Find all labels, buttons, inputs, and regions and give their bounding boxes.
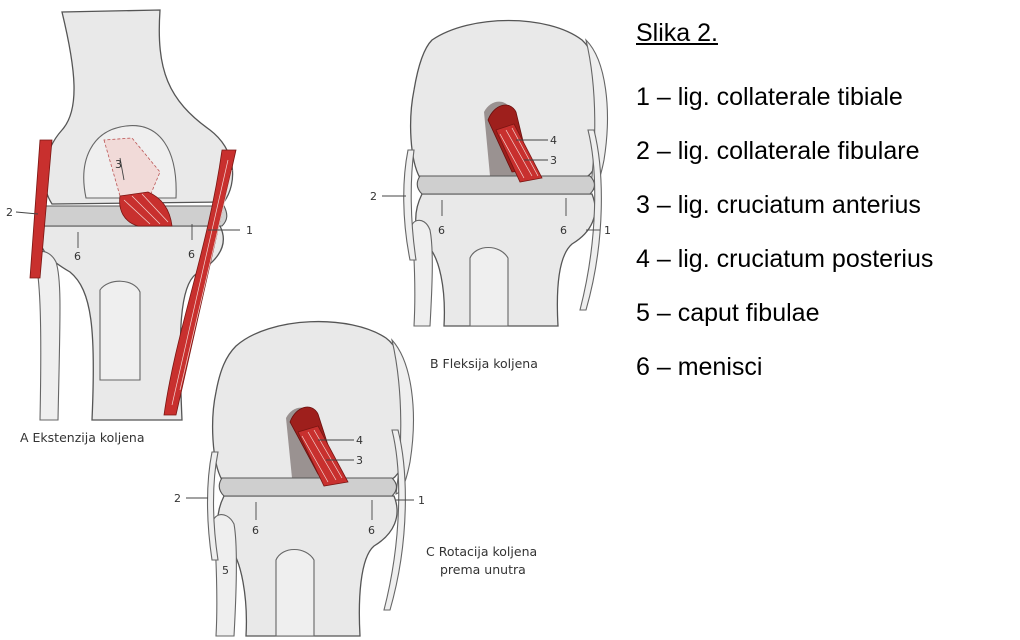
legend-item-1: 1 – lig. collaterale tibiale: [636, 80, 1016, 114]
panel-a-label-3: 3: [115, 158, 122, 171]
panel-a-label-2: 2: [6, 206, 13, 219]
panel-c-label-3: 3: [356, 454, 363, 467]
panel-b-label-1: 1: [604, 224, 611, 237]
panel-b-label-3: 3: [550, 154, 557, 167]
panel-a-knee-extension: 2 3 6 6 1 A Ekstenzija koljena: [6, 10, 253, 445]
panel-b-label-4: 4: [550, 134, 557, 147]
panel-b-label-6-right: 6: [560, 224, 567, 237]
panel-b-knee-flexion: 4 3 2 6 6 1 B Fleksija koljena: [370, 21, 611, 372]
panel-c-tibial-tuberosity: [276, 550, 314, 637]
legend-item-3: 3 – lig. cruciatum anterius: [636, 188, 1016, 222]
panel-c-meniscus: [219, 478, 396, 496]
legend-item-6: 6 – menisci: [636, 350, 1016, 384]
panel-a-label-1: 1: [246, 224, 253, 237]
panel-b-caption: B Fleksija koljena: [430, 356, 538, 371]
legend-item-5: 5 – caput fibulae: [636, 296, 1016, 330]
panel-c-label-6-left: 6: [252, 524, 259, 537]
figure-legend: Slika 2. 1 – lig. collaterale tibiale 2 …: [636, 16, 1016, 404]
panel-b-label-6-left: 6: [438, 224, 445, 237]
legend-item-4: 4 – lig. cruciatum posterius: [636, 242, 1016, 276]
legend-title: Slika 2.: [636, 16, 1016, 50]
panel-c-label-1: 1: [418, 494, 425, 507]
panel-a-label-6-left: 6: [74, 250, 81, 263]
panel-c-label-4: 4: [356, 434, 363, 447]
panel-b-meniscus: [417, 176, 594, 194]
panel-a-label-6-right: 6: [188, 248, 195, 261]
panel-c-caption-line2: prema unutra: [440, 562, 526, 577]
panel-b-tibial-tuberosity: [470, 248, 508, 327]
panel-a-caption: A Ekstenzija koljena: [20, 430, 145, 445]
panel-b-label-2: 2: [370, 190, 377, 203]
panel-b-fibular-collateral-ligament: [404, 150, 416, 260]
knee-ligament-illustration: 2 3 6 6 1 A Ekstenzija koljena: [0, 0, 620, 640]
panel-c-label-6-right: 6: [368, 524, 375, 537]
panel-a-tibial-tuberosity: [100, 281, 140, 380]
panel-c-label-5: 5: [222, 564, 229, 577]
panel-c-caption-line1: C Rotacija koljena: [426, 544, 537, 559]
panel-c-label-2: 2: [174, 492, 181, 505]
legend-item-2: 2 – lig. collaterale fibulare: [636, 134, 1016, 168]
panel-b-fibula: [411, 220, 432, 326]
